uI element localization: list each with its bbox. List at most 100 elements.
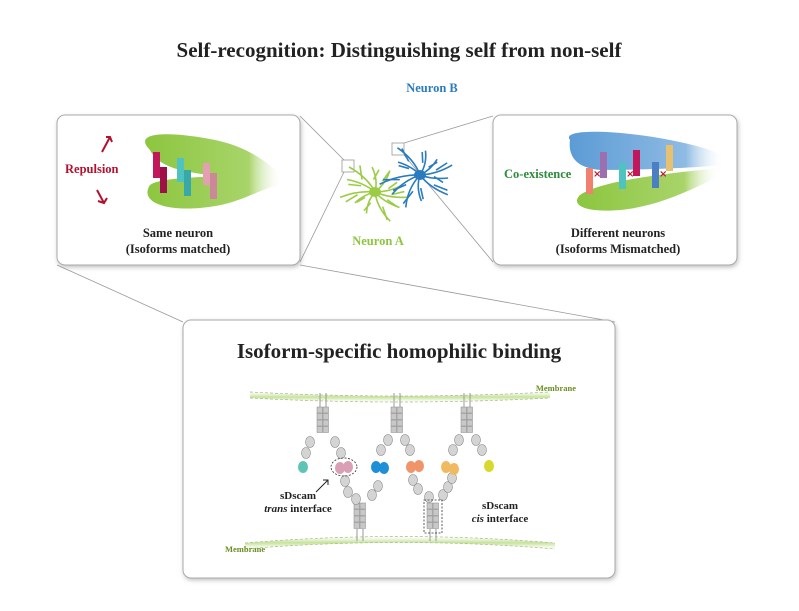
isoform-bars xyxy=(153,152,217,199)
mismatch-x-icons: ××× xyxy=(593,169,667,180)
fn3-domain xyxy=(390,406,397,414)
dendrite-branch xyxy=(398,164,410,170)
dendrite xyxy=(365,191,376,214)
variable-ig-domain xyxy=(335,462,345,474)
fn3-domain xyxy=(426,522,433,529)
dendrite xyxy=(397,161,421,176)
ig-domain xyxy=(443,481,453,493)
repulsion-label: Repulsion xyxy=(65,162,119,176)
variable-ig-domain xyxy=(449,463,459,475)
fn3-domain xyxy=(353,509,360,516)
variable-ig-domain xyxy=(441,461,451,473)
fn3-domain xyxy=(432,509,439,516)
trans-interface-label: trans interface xyxy=(264,503,332,515)
dendrite-branch xyxy=(345,194,358,203)
sdscam-molecules xyxy=(298,393,494,541)
dendrite xyxy=(419,164,453,176)
variable-ig-domain xyxy=(414,460,424,472)
variable-ig-domain xyxy=(379,462,389,474)
dendrite-branch xyxy=(428,161,438,168)
fn3-domain xyxy=(396,419,403,427)
fn3-domain xyxy=(322,426,329,433)
ig-domain xyxy=(336,447,346,459)
different-neurons-caption: Different neurons xyxy=(571,226,665,240)
fn3-domain xyxy=(426,502,433,510)
dendrite-branch xyxy=(359,165,363,180)
ig-domain xyxy=(413,483,423,495)
fn3-domain xyxy=(460,413,467,420)
fn3-domain xyxy=(396,426,403,433)
dendrite-branch xyxy=(435,162,448,171)
same-neuron-caption: Same neuron xyxy=(143,226,213,240)
fn3-domain xyxy=(396,406,403,414)
svg-text:×: × xyxy=(659,169,667,180)
top-membrane-label: Membrane xyxy=(536,383,576,393)
dendrite xyxy=(379,174,421,185)
dendrite-branch xyxy=(392,183,407,192)
neuron-b-membrane-shape xyxy=(568,131,725,170)
svg-text:×: × xyxy=(626,169,634,180)
ig-domain xyxy=(373,480,383,492)
neuron-membrane-shape xyxy=(145,134,283,209)
dendrite-branch xyxy=(387,181,398,190)
fn3-domain xyxy=(359,502,366,510)
ig-domain xyxy=(340,475,350,487)
fn3-domain xyxy=(460,406,467,414)
dendrite xyxy=(339,190,376,199)
ig-domain xyxy=(367,489,377,501)
fn3-domain xyxy=(353,522,360,529)
fn3-domain xyxy=(466,413,473,420)
dendrite xyxy=(374,191,391,222)
isoforms-matched-caption: (Isoforms matched) xyxy=(126,242,231,256)
neuron-a-membrane-shape xyxy=(576,168,720,211)
fn3-domain xyxy=(316,426,323,433)
ig-domain xyxy=(330,436,340,448)
variable-ig-domain xyxy=(406,461,416,473)
fn3-domain xyxy=(322,406,329,414)
dendrite xyxy=(391,174,421,195)
fn3-domain xyxy=(432,522,439,529)
isoform-bars xyxy=(586,145,673,194)
fn3-domain xyxy=(390,413,397,420)
variable-ig-domain xyxy=(298,461,308,473)
fn3-domain xyxy=(353,515,360,523)
fn3-domain xyxy=(322,419,329,427)
trans-sdscam-label: sDscam xyxy=(280,490,316,502)
cis-interface-highlight xyxy=(423,499,443,534)
fn3-domain xyxy=(316,413,323,420)
dendrite-branch xyxy=(348,183,362,187)
fn3-domain xyxy=(432,515,439,523)
fn3-domain xyxy=(460,419,467,427)
cis-sdscam-label: sDscam xyxy=(482,500,518,512)
ig-domain xyxy=(405,444,415,456)
dendrite-branch xyxy=(391,190,405,196)
ig-domain xyxy=(471,434,481,446)
dendrite xyxy=(417,174,423,202)
ig-domain xyxy=(351,493,361,505)
ig-domain xyxy=(408,474,418,486)
ig-domain xyxy=(383,434,393,446)
fn3-domain xyxy=(426,509,433,516)
dendrite-branch xyxy=(363,202,372,212)
dendrite-branch xyxy=(433,184,448,192)
variable-ig-domain xyxy=(484,460,494,472)
fn3-domain xyxy=(466,406,473,414)
fn3-domain xyxy=(426,515,433,523)
different-neurons-panel: ××× Co-existence Different neurons (Isof… xyxy=(492,114,738,266)
fn3-domain xyxy=(359,509,366,516)
bottom-membrane xyxy=(245,536,555,549)
fn3-domain xyxy=(460,426,467,433)
ig-domain xyxy=(448,444,458,456)
dendrite xyxy=(419,174,449,196)
dendrite-branch xyxy=(419,187,424,200)
fn3-domain xyxy=(390,426,397,433)
neuron-a-label: Neuron A xyxy=(352,234,404,248)
ig-domain xyxy=(454,434,464,446)
variable-ig-domain xyxy=(343,461,353,473)
ig-domain xyxy=(301,447,311,459)
ig-domain xyxy=(477,444,487,456)
fn3-domain xyxy=(390,419,397,427)
fn3-domain xyxy=(316,406,323,414)
trans-interface-highlight xyxy=(330,457,358,477)
